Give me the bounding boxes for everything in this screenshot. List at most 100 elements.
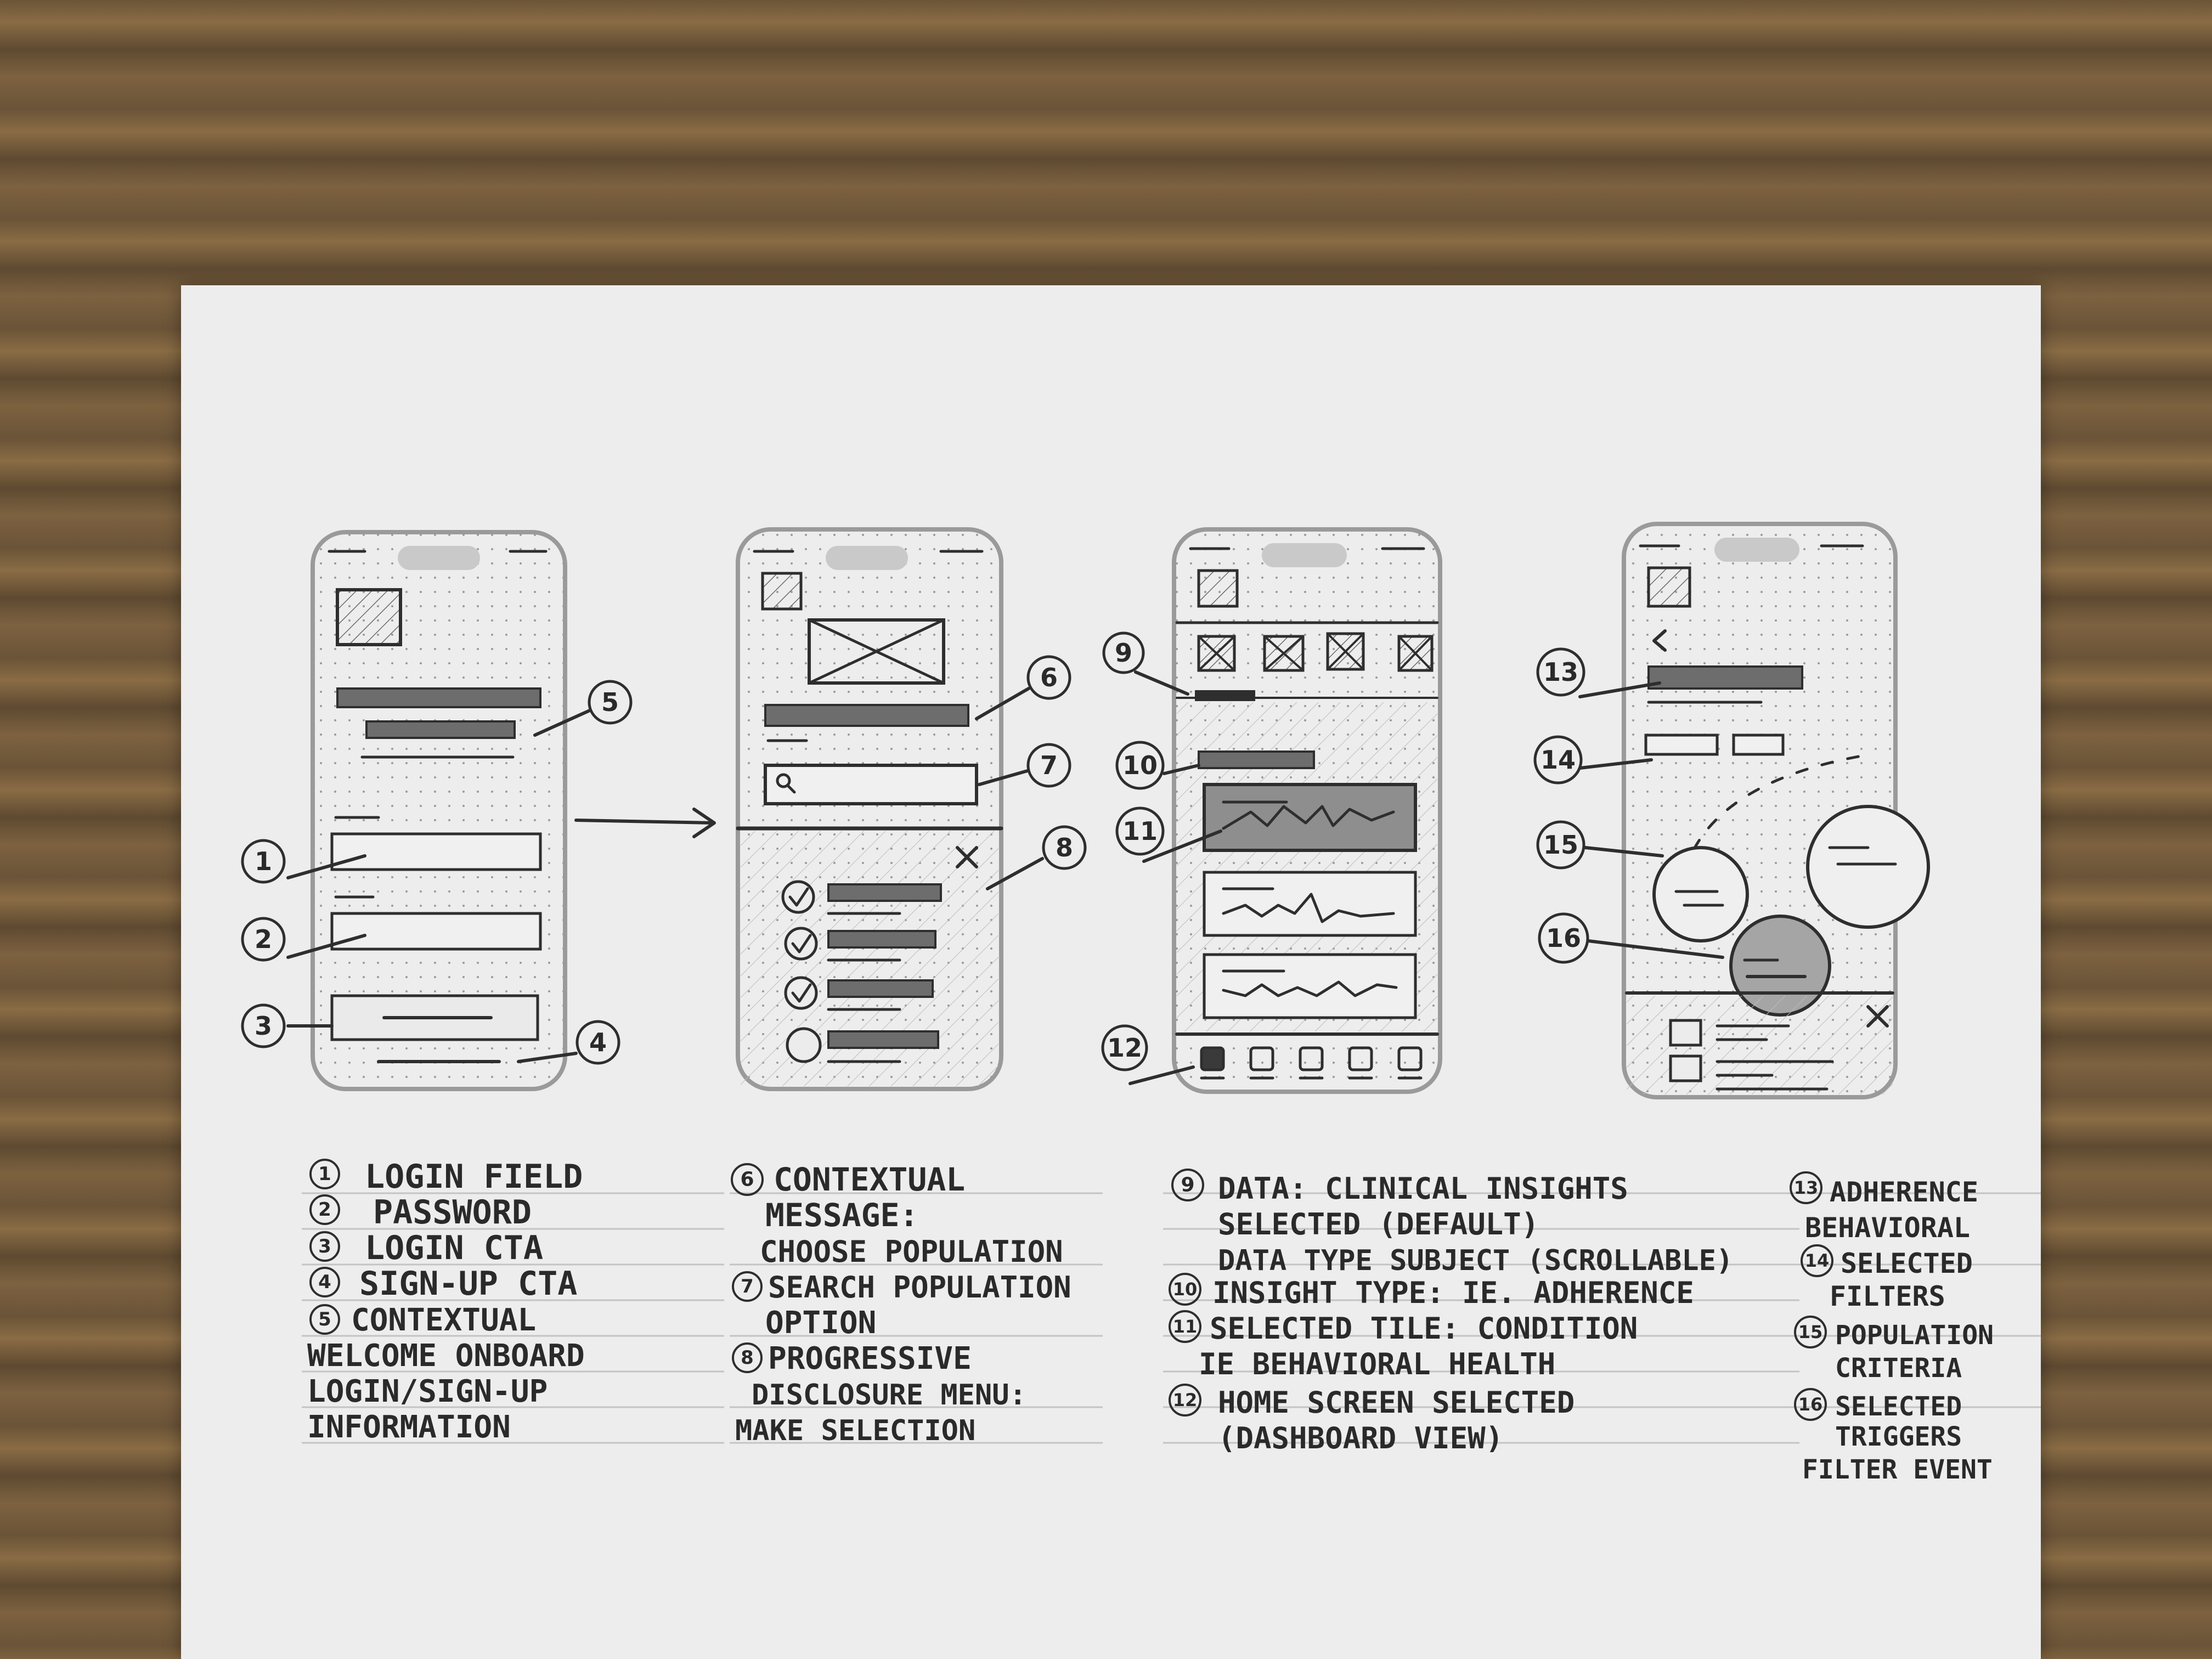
legend-col-2: 6 CONTEXTUAL MESSAGE: CHOOSE POPULATION … [731,1161,1071,1447]
bottom-nav[interactable] [1200,1046,1423,1080]
legend-text-5d: INFORMATION [307,1409,511,1445]
login-field[interactable] [330,832,542,871]
legend-text-14b: FILTERS [1830,1280,1945,1312]
legend-text-9b: SELECTED (DEFAULT) [1218,1207,1539,1242]
welcome-subtitle-bar [365,720,516,739]
legend-text-12: HOME SCREEN SELECTED [1218,1385,1575,1420]
list-item[interactable] [784,976,934,1011]
legend-text-12b: (DASHBOARD VIEW) [1218,1421,1503,1455]
chart-tile[interactable] [1203,871,1417,937]
legend-marker-16: 16 [1798,1394,1823,1415]
phone-login [311,530,567,1091]
marker-9: 9 [1115,638,1132,668]
close-x-icon[interactable] [956,846,978,868]
legend: 1 LOGIN FIELD 2 PASSWORD 3 LOGIN CTA 4 S… [302,1158,2041,1485]
marker-8: 8 [1056,833,1073,862]
legend-text-11: SELECTED TILE: CONDITION [1210,1311,1638,1346]
phone-dashboard [1172,527,1442,1094]
legend-marker-7: 7 [741,1276,754,1297]
legend-marker-14: 14 [1805,1250,1830,1271]
filter-chip[interactable] [1644,733,1719,756]
legend-col-1: 1 LOGIN FIELD 2 PASSWORD 3 LOGIN CTA 4 S… [307,1158,585,1445]
marker-12: 12 [1107,1033,1142,1063]
phone-population-criteria [1622,522,1930,1099]
filter-chip[interactable] [1732,733,1785,756]
legend-text-5c: LOGIN/SIGN-UP [307,1374,548,1409]
selected-tile[interactable] [1203,783,1417,852]
close-x-icon[interactable] [1866,1005,1889,1028]
legend-text-15: POPULATION [1835,1320,1994,1351]
legend-text-6b: MESSAGE: [765,1197,918,1234]
legend-col-4: 13 ADHERENCE BEHAVIORAL 14 SELECTED FILT… [1790,1171,1994,1485]
selected-population-bubble[interactable] [1729,915,1831,1017]
legend-text-3: LOGIN CTA [365,1229,543,1267]
legend-marker-5: 5 [318,1308,331,1330]
marker-13: 13 [1543,657,1578,687]
flow-arrow [574,808,716,838]
legend-marker-2: 2 [318,1199,331,1221]
legend-text-4: SIGN-UP CTA [359,1265,577,1303]
legend-text-6: CONTEXTUAL [774,1161,965,1198]
legend-col-3: 9 DATA: CLINICAL INSIGHTS SELECTED (DEFA… [1169,1169,1733,1455]
callout-markers: 1 2 3 4 5 6 7 8 9 10 [241,631,1724,1085]
list-item[interactable] [781,880,942,915]
legend-text-16c: FILTER EVENT [1802,1454,1993,1485]
legend-marker-12: 12 [1173,1390,1198,1410]
list-item[interactable] [786,1027,939,1063]
contextual-message-bar [764,704,969,727]
marker-16: 16 [1546,923,1581,953]
filter-sheet [1627,996,1893,1094]
adherence-title-bar [1647,665,1803,690]
marker-2: 2 [255,924,272,954]
legend-text-7b: OPTION [765,1305,876,1341]
list-item[interactable] [784,927,936,962]
magnifier-icon [776,773,796,794]
checkmark-icon [791,983,812,1003]
logo-placeholder [1197,569,1239,608]
welcome-title-bar [336,687,541,708]
checkmark-icon [788,887,809,907]
legend-text-10: INSIGHT TYPE: IE. ADHERENCE [1212,1276,1694,1310]
legend-text-9: DATA: CLINICAL INSIGHTS [1218,1171,1628,1206]
legend-marker-1: 1 [318,1163,331,1185]
legend-marker-9: 9 [1181,1174,1194,1197]
legend-marker-4: 4 [318,1271,331,1293]
marker-4: 4 [589,1028,607,1057]
legend-text-11b: IE BEHAVIORAL HEALTH [1199,1347,1555,1381]
legend-text-16: SELECTED [1835,1391,1962,1422]
legend-text-13: ADHERENCE [1830,1176,1978,1208]
marker-1: 1 [255,847,272,876]
population-bubble[interactable] [1806,805,1930,929]
selected-tab-indicator [1195,690,1255,701]
legend-text-8: PROGRESSIVE [768,1341,972,1376]
data-type-tabs[interactable] [1197,632,1434,672]
legend-text-16b: TRIGGERS [1835,1421,1962,1452]
marker-10: 10 [1122,751,1158,780]
chart-tile[interactable] [1203,953,1417,1019]
population-bubble[interactable] [1652,846,1749,943]
legend-text-1: LOGIN FIELD [365,1158,583,1196]
marker-5: 5 [601,687,619,717]
password-field[interactable] [330,912,542,951]
checkmark-icon [791,934,812,953]
marker-3: 3 [255,1011,272,1041]
legend-marker-11: 11 [1173,1316,1198,1337]
legend-text-8c: MAKE SELECTION [735,1414,975,1447]
legend-marker-6: 6 [740,1169,754,1191]
legend-text-2: PASSWORD [373,1193,532,1232]
legend-marker-8: 8 [741,1347,754,1369]
logo-placeholder [761,572,803,611]
insight-type-bar [1198,751,1315,769]
home-nav-icon[interactable] [1200,1046,1225,1071]
legend-marker-10: 10 [1173,1279,1198,1300]
legend-text-15b: CRITERIA [1835,1353,1962,1384]
chevron-left-icon[interactable] [1652,629,1667,652]
legend-text-7: SEARCH POPULATION [768,1270,1071,1305]
legend-marker-15: 15 [1798,1322,1823,1342]
search-population-input[interactable] [764,764,978,805]
marker-11: 11 [1122,816,1158,846]
legend-marker-13: 13 [1794,1177,1819,1198]
marker-14: 14 [1541,745,1576,775]
marker-6: 6 [1040,663,1058,692]
